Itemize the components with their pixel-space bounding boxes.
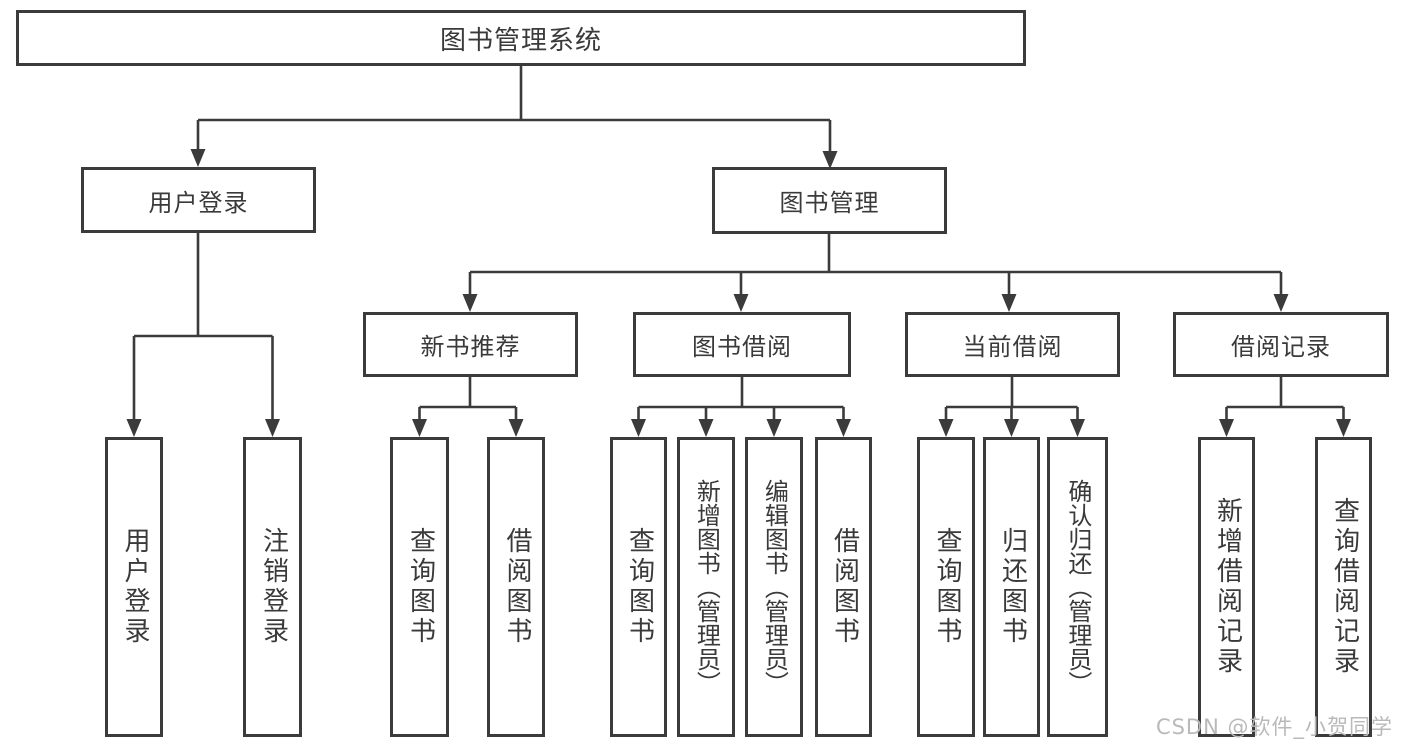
- leaf-recommend-borrow-books: 借阅图书: [487, 437, 545, 737]
- leaf-records-add-record-label: 新增借阅记录: [1212, 497, 1243, 677]
- node-current-borrowing-label: 当前借阅: [962, 333, 1063, 361]
- node-user-login-label: 用户登录: [148, 188, 249, 217]
- leaf-user-login-label: 用户登录: [119, 527, 150, 647]
- leaf-recommend-borrow-books-label: 借阅图书: [501, 527, 532, 647]
- leaf-borrow-edit-books-admin: 编辑图书（管理员）: [745, 437, 803, 737]
- leaf-recommend-query-books: 查询图书: [390, 437, 449, 737]
- leaf-current-confirm-return-admin: 确认归还（管理员）: [1047, 437, 1108, 737]
- node-book-borrowing: 图书借阅: [633, 312, 851, 377]
- leaf-current-return-books: 归还图书: [983, 437, 1040, 737]
- leaf-borrow-borrow-books: 借阅图书: [815, 437, 872, 737]
- node-borrowing-records: 借阅记录: [1173, 312, 1389, 377]
- leaf-user-login: 用户登录: [105, 437, 163, 737]
- leaf-borrow-add-books-admin-label: 新增图书（管理员）: [692, 479, 721, 695]
- leaf-logout: 注销登录: [243, 437, 302, 737]
- node-book-management-label: 图书管理: [779, 189, 880, 217]
- leaf-recommend-query-books-label: 查询图书: [405, 527, 436, 647]
- leaf-current-return-books-label: 归还图书: [997, 527, 1028, 647]
- arrowheads: [126, 149, 1351, 437]
- leaf-current-query-books: 查询图书: [917, 437, 975, 737]
- leaf-current-confirm-return-admin-label: 确认归还（管理员）: [1063, 479, 1092, 695]
- node-new-book-recommend: 新书推荐: [363, 312, 578, 377]
- leaf-records-query-record-label: 查询借阅记录: [1329, 497, 1360, 677]
- leaf-logout-label: 注销登录: [258, 527, 289, 647]
- node-current-borrowing: 当前借阅: [905, 312, 1120, 377]
- node-new-book-recommend-label: 新书推荐: [420, 333, 521, 361]
- node-book-management: 图书管理: [712, 167, 947, 234]
- leaf-current-query-books-label: 查询图书: [931, 527, 962, 647]
- leaf-borrow-add-books-admin: 新增图书（管理员）: [677, 437, 735, 737]
- node-root: 图书管理系统: [16, 10, 1026, 66]
- leaf-borrow-edit-books-admin-label: 编辑图书（管理员）: [760, 479, 789, 695]
- leaf-records-add-record: 新增借阅记录: [1198, 437, 1255, 737]
- node-user-login: 用户登录: [81, 167, 316, 233]
- node-borrowing-records-label: 借阅记录: [1231, 333, 1331, 361]
- node-root-label: 图书管理系统: [439, 25, 602, 56]
- leaf-borrow-borrow-books-label: 借阅图书: [829, 527, 860, 647]
- node-book-borrowing-label: 图书借阅: [692, 333, 792, 361]
- leaf-records-query-record: 查询借阅记录: [1315, 437, 1372, 737]
- leaf-borrow-query-books: 查询图书: [610, 437, 667, 737]
- leaf-borrow-query-books-label: 查询图书: [624, 527, 655, 647]
- watermark: CSDN @软件_小贺同学: [1155, 715, 1393, 739]
